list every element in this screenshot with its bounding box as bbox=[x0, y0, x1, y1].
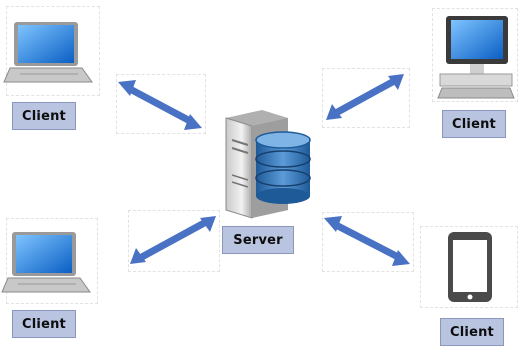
arrow-bottom-right-to-server bbox=[324, 216, 410, 266]
arrow-bottom-left-to-server bbox=[130, 216, 216, 264]
arrow-top-left-to-server bbox=[118, 80, 202, 130]
node-label-client-bottom-right: Client bbox=[440, 318, 504, 346]
node-label-client-top-left: Client bbox=[12, 102, 76, 130]
node-label-client-bottom-left: Client bbox=[12, 310, 76, 338]
node-label-client-top-right: Client bbox=[442, 110, 506, 138]
tablet-icon bbox=[448, 232, 492, 302]
node-label-server: Server bbox=[222, 226, 294, 254]
arrow-top-right-to-server bbox=[326, 74, 404, 120]
desktop-computer-icon bbox=[437, 16, 515, 99]
database-icon bbox=[255, 131, 311, 204]
laptop-icon bbox=[3, 22, 93, 83]
laptop-icon bbox=[1, 232, 91, 293]
